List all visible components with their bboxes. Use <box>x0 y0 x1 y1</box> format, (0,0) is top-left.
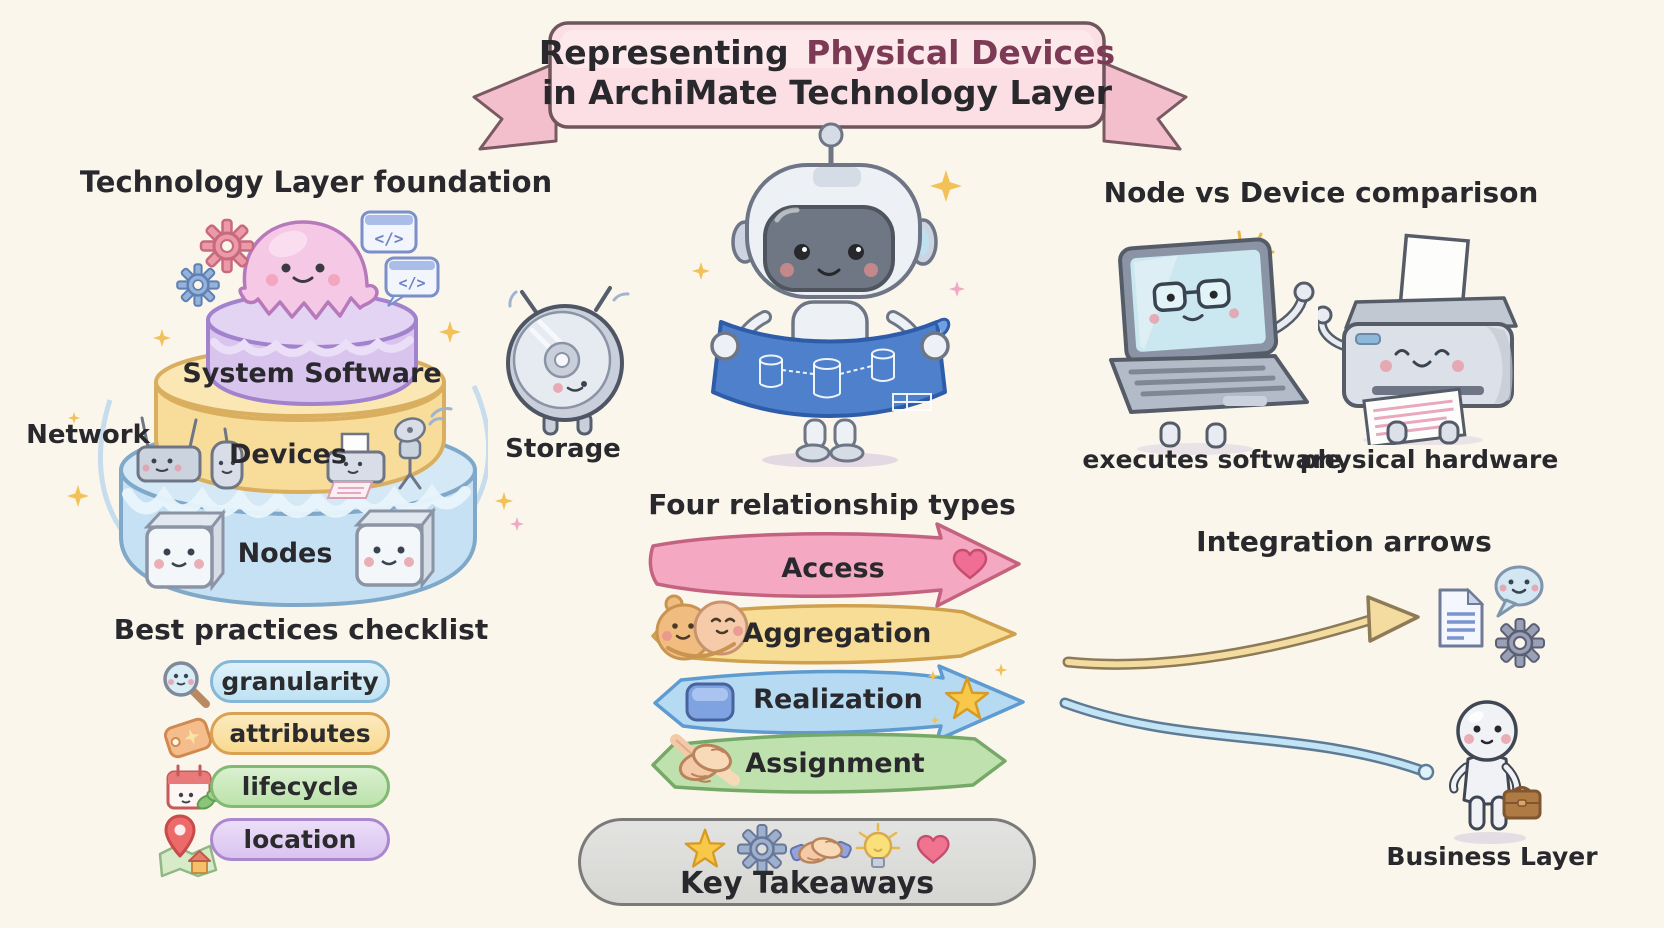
heart-icon <box>952 548 988 580</box>
cake-layer-label-system-software: System Software <box>182 358 442 389</box>
lightbulb-icon <box>855 822 901 868</box>
checklist-pill-attributes: attributes <box>210 712 390 755</box>
realization-arrow-banner <box>653 664 1025 742</box>
blue-square-icon <box>685 682 735 722</box>
relationship-label-aggregation: Aggregation <box>742 618 932 649</box>
checklist-item-label: attributes <box>229 719 371 748</box>
title-prefix: Representing <box>538 33 789 72</box>
storage-disk-icon <box>506 286 630 436</box>
magnifier-icon <box>163 661 210 708</box>
takeaways-label: Key Takeaways <box>679 866 935 901</box>
svg-text:</>: </> <box>398 274 425 292</box>
cake-layer-label-nodes: Nodes <box>237 538 333 569</box>
svg-text:</>: </> <box>375 229 404 248</box>
checklist-pill-location: location <box>210 818 390 861</box>
node-cube-icon <box>143 508 227 592</box>
assignment-arrow-banner <box>651 732 1007 794</box>
comparison-heading: Node vs Device comparison <box>1103 176 1539 209</box>
relationship-label-access: Access <box>781 553 885 584</box>
map-pin-icon <box>158 814 218 878</box>
star-icon <box>944 676 990 720</box>
device-caption: physical hardware <box>1299 445 1559 474</box>
checklist-item-label: location <box>243 825 357 854</box>
title-highlight: Physical Devices <box>806 33 1116 72</box>
checklist-pill-granularity: granularity <box>210 660 390 703</box>
mini-printer-icon <box>326 432 386 499</box>
checklist-item-label: granularity <box>221 667 379 696</box>
laptop-node-illustration <box>1109 230 1315 455</box>
satellite-dish-icon <box>394 407 453 490</box>
access-arrow-banner <box>648 522 1021 608</box>
star-icon <box>684 828 726 868</box>
router-icon <box>136 416 202 483</box>
integration-arrows-illustration <box>1059 565 1545 781</box>
storage-label: Storage <box>505 434 621 464</box>
relationship-label-assignment: Assignment <box>745 748 925 779</box>
technology-layer-cake-illustration: </> </> <box>97 210 488 607</box>
gear-icon <box>1495 618 1545 668</box>
handshake-icon <box>789 837 852 864</box>
checklist-heading: Best practices checklist <box>113 613 489 646</box>
robot-mascot-illustration <box>710 122 951 467</box>
handshake-icon <box>670 734 740 786</box>
capsule-device-icon <box>210 427 244 490</box>
page-title-line1: Representing Physical Devices <box>539 34 1115 72</box>
title-ribbon <box>472 21 1188 151</box>
tag-icon <box>163 717 213 759</box>
takeaways-icon-row <box>684 822 950 874</box>
hugging-figures-icon <box>655 594 749 661</box>
code-bubble-icon: </> <box>360 210 418 254</box>
foundation-heading: Technology Layer foundation <box>79 165 553 199</box>
page-title-line2: in ArchiMate Technology Layer <box>541 73 1113 112</box>
business-layer-label: Business Layer <box>1386 842 1598 871</box>
business-person-illustration <box>1449 700 1542 844</box>
document-icon <box>1438 587 1485 648</box>
cake-layer-label-devices: Devices <box>229 439 347 470</box>
printer-device-illustration <box>1318 233 1518 445</box>
node-caption: executes software <box>1082 445 1342 474</box>
heart-icon <box>916 834 950 864</box>
ghost-icon <box>238 220 379 320</box>
integration-heading: Integration arrows <box>1196 525 1492 558</box>
code-bubble-icon: </> <box>384 256 440 307</box>
network-label: Network <box>26 420 150 450</box>
node-cube-icon <box>353 506 437 590</box>
checklist-item-label: lifecycle <box>241 772 359 801</box>
checklist-pill-lifecycle: lifecycle <box>210 765 390 808</box>
relationship-label-realization: Realization <box>753 684 923 715</box>
gear-icon <box>737 824 787 874</box>
blue-gear-icon <box>176 263 220 307</box>
pink-gear-icon <box>199 218 255 274</box>
calendar-icon <box>166 764 222 810</box>
speech-bubble-icon <box>1494 565 1544 618</box>
relationships-heading: Four relationship types <box>648 488 1016 521</box>
